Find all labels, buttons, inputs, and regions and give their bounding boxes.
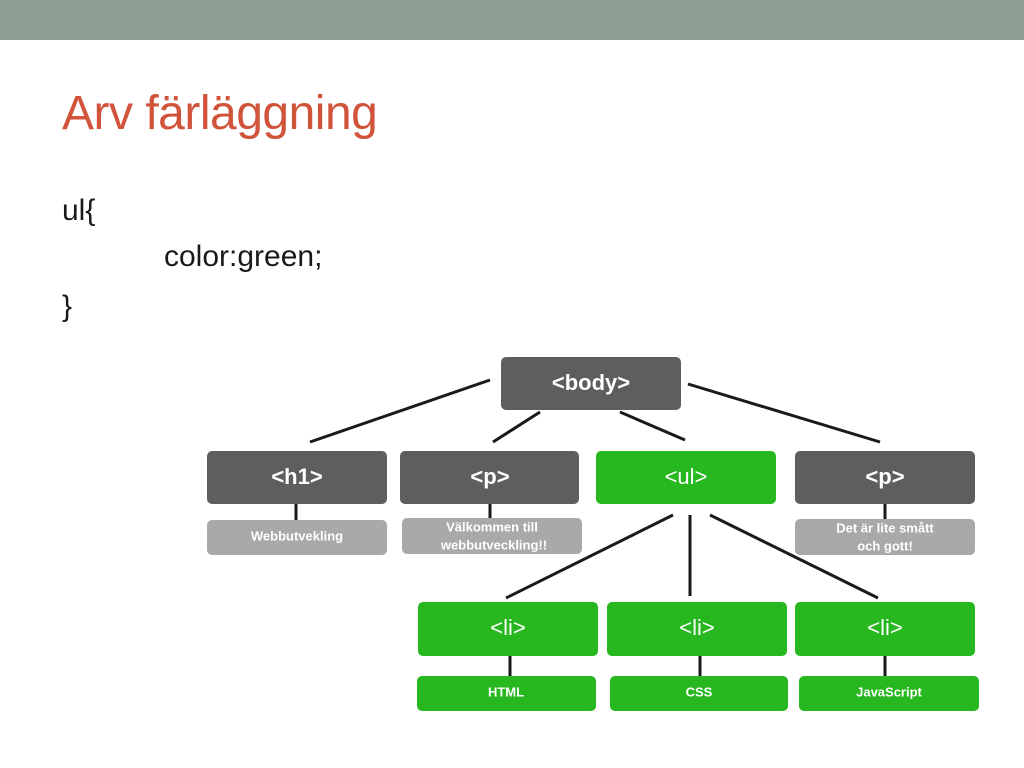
edge-body-ul xyxy=(619,410,686,442)
leaf-h1-text-label: Webbutvekling xyxy=(251,528,343,543)
leaf-li-1-text: HTML xyxy=(417,676,596,711)
node-body: <body> xyxy=(501,357,681,410)
leaf-p-2-text-line2: och gott! xyxy=(857,538,913,553)
node-ul: <ul> xyxy=(596,451,776,504)
leaf-p-2-text: Det är lite smått och gott! xyxy=(795,519,975,555)
node-h1-label: <h1> xyxy=(271,464,322,489)
node-p-2: <p> xyxy=(795,451,975,504)
node-li-3: <li> xyxy=(795,602,975,656)
leaf-li-1-text-label: HTML xyxy=(488,684,524,699)
node-h1: <h1> xyxy=(207,451,387,504)
node-li-1: <li> xyxy=(418,602,598,656)
node-p-1: <p> xyxy=(400,451,579,504)
node-p-2-label: <p> xyxy=(865,464,904,489)
leaf-p-1-text-line1: Välkommen till xyxy=(446,519,538,534)
code-line-close: } xyxy=(62,290,73,323)
leaf-p-1-text-line2: webbutveckling!! xyxy=(440,537,547,552)
leaf-p-1-text: Välkommen till webbutveckling!! xyxy=(402,518,582,554)
top-accent-bar xyxy=(0,0,1024,40)
leaf-h1-text: Webbutvekling xyxy=(207,520,387,555)
code-line-open: ul{ xyxy=(62,194,96,227)
leaf-li-2-text-label: CSS xyxy=(686,684,713,699)
edge-ul-li3 xyxy=(709,513,879,600)
leaf-li-3-text: JavaScript xyxy=(799,676,979,711)
node-p-1-label: <p> xyxy=(470,464,509,489)
code-line-rule: color:green; xyxy=(164,240,323,273)
node-body-label: <body> xyxy=(552,370,630,395)
node-li-1-label: <li> xyxy=(490,615,525,640)
node-li-3-label: <li> xyxy=(867,615,902,640)
node-ul-label: <ul> xyxy=(665,464,708,489)
leaf-li-3-text-label: JavaScript xyxy=(856,684,922,699)
edge-body-h1 xyxy=(309,378,491,444)
edge-ul-li1 xyxy=(505,513,674,600)
edge-body-p1 xyxy=(492,410,541,444)
node-li-2: <li> xyxy=(607,602,787,656)
leaf-li-2-text: CSS xyxy=(610,676,788,711)
leaf-p-2-text-line1: Det är lite smått xyxy=(836,520,934,535)
slide-title: Arv färläggning xyxy=(62,87,378,140)
edge-body-p2 xyxy=(687,382,881,444)
node-li-2-label: <li> xyxy=(679,615,714,640)
